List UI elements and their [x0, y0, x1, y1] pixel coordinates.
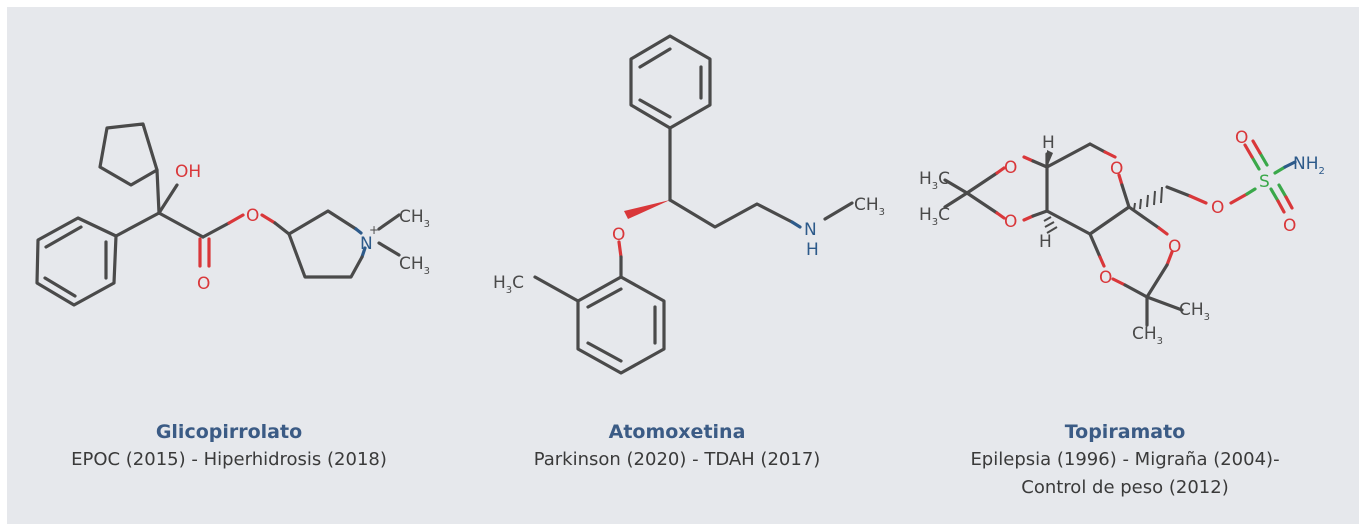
methyl-label: H — [919, 169, 932, 189]
svg-text:NH2: NH2 — [1293, 154, 1325, 177]
hydroxyl-label: OH — [175, 162, 201, 182]
svg-text:H3C: H3C — [493, 273, 524, 296]
charge-label: + — [369, 223, 379, 237]
atomoxetine-caption: Atomoxetina Parkinson (2020) - TDAH (201… — [457, 418, 897, 474]
ester-oxygen-label: O — [246, 206, 259, 226]
methyl-subscript: 3 — [1204, 312, 1210, 323]
methyl-subscript: 3 — [932, 181, 938, 192]
glycopyrrolate-structure: OH O O N + CH3 CH3 — [7, 7, 467, 407]
svg-text:CH3: CH3 — [1132, 324, 1163, 347]
carbonyl-oxygen-label: O — [197, 274, 210, 294]
ring-oxygen-label: O — [1110, 159, 1123, 179]
methyl-label: H — [919, 205, 932, 225]
figure-panel: OH O O N + CH3 CH3 — [7, 7, 1359, 524]
methyl-label: CH — [1179, 300, 1204, 320]
amine-hydrogen-label: H — [806, 240, 819, 260]
molecule-uses: Parkinson (2020) - TDAH (2017) — [533, 449, 821, 470]
svg-text:H3C: H3C — [919, 169, 950, 192]
hydrogen-label: H — [1042, 133, 1055, 153]
methyl-label: CH — [399, 207, 424, 227]
molecule-name: Atomoxetina — [608, 421, 746, 443]
svg-text:CH3: CH3 — [854, 195, 885, 218]
oxygen-label: O — [1211, 198, 1224, 218]
glycopyrrolate-caption: Glicopirrolato EPOC (2015) - Hiperhidros… — [9, 418, 449, 474]
molecule-uses-line-2: Control de peso (2012) — [1021, 477, 1229, 498]
svg-text:CH3: CH3 — [399, 207, 430, 230]
methyl-label: C — [938, 205, 950, 225]
molecule-uses-line-1: Epilepsia (1996) - Migraña (2004)- — [970, 449, 1280, 470]
sulfur-label: S — [1259, 172, 1270, 192]
svg-text:CH3: CH3 — [1179, 300, 1210, 323]
methyl-subscript: 3 — [932, 217, 938, 228]
topiramate-caption: Topiramato Epilepsia (1996) - Migraña (2… — [905, 418, 1345, 502]
ether-oxygen-label: O — [612, 225, 625, 245]
atomoxetine-structure: O N H CH3 H3C — [7, 7, 907, 407]
nitrogen-label: N — [360, 234, 373, 254]
amine-subscript: 2 — [1319, 166, 1325, 177]
molecule-uses: EPOC (2015) - Hiperhidrosis (2018) — [71, 449, 387, 470]
svg-text:H3C: H3C — [919, 205, 950, 228]
methyl-subscript: 3 — [879, 207, 885, 218]
oxygen-label: O — [1099, 268, 1112, 288]
methyl-subscript: 3 — [424, 266, 430, 277]
methyl-subscript: 3 — [424, 219, 430, 230]
topiramate-structure: H H O O O O O O O O S NH2 H3C H3C CH3 CH… — [7, 7, 1359, 407]
hydrogen-label: H — [1039, 232, 1052, 252]
molecule-name: Topiramato — [1064, 421, 1186, 443]
sulfonyl-oxygen-label: O — [1235, 128, 1248, 148]
amine-label: NH — [1293, 154, 1319, 174]
amine-nitrogen-label: N — [804, 220, 817, 240]
methyl-label: H — [493, 273, 506, 293]
molecule-name: Glicopirrolato — [155, 421, 303, 443]
methyl-subscript: 3 — [1157, 336, 1163, 347]
methyl-label: CH — [854, 195, 879, 215]
svg-text:CH3: CH3 — [399, 254, 430, 277]
oxygen-label: O — [1168, 237, 1181, 257]
oxygen-label: O — [1004, 158, 1017, 178]
methyl-label: CH — [1132, 324, 1157, 344]
methyl-label: CH — [399, 254, 424, 274]
methyl-label: C — [938, 169, 950, 189]
oxygen-label: O — [1004, 212, 1017, 232]
sulfonyl-oxygen-label: O — [1283, 216, 1296, 236]
methyl-subscript: 3 — [506, 285, 512, 296]
methyl-label: C — [512, 273, 524, 293]
